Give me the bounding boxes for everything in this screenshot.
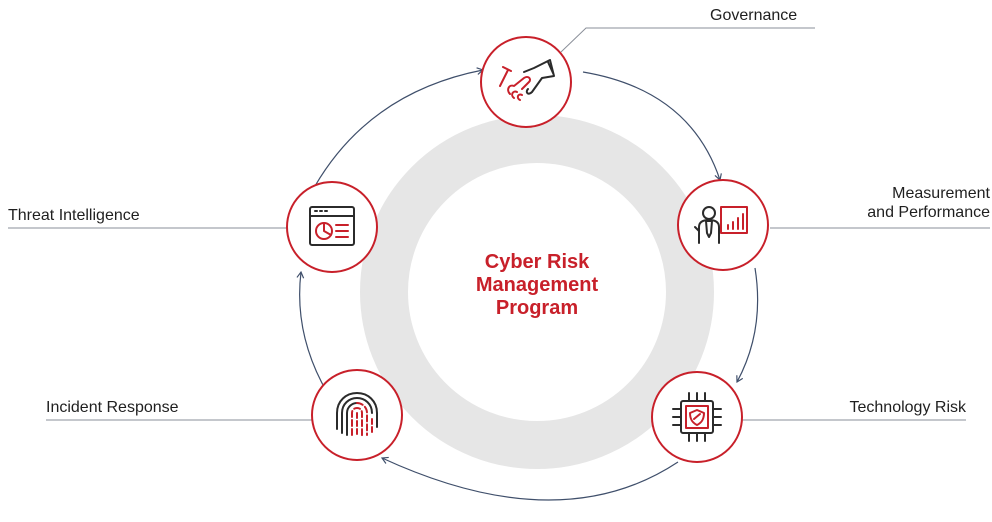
chip-shield-icon xyxy=(672,392,722,442)
center-title-line2: Management xyxy=(475,274,599,296)
fingerprint-icon xyxy=(336,391,378,438)
label-measurement: Measurement and Performance xyxy=(830,184,990,222)
center-title-line3: Program xyxy=(495,297,579,319)
leader-governance xyxy=(560,27,815,53)
label-measurement-line1: Measurement xyxy=(892,185,990,202)
arrow-incident-to-threat xyxy=(296,270,324,386)
arrow-governance-to-measurement xyxy=(582,71,722,182)
center-title-line1: Cyber Risk xyxy=(484,251,590,273)
label-incident: Incident Response xyxy=(46,399,179,416)
dashboard-window-icon xyxy=(309,206,355,246)
center-title: Cyber Risk Management Program xyxy=(437,251,637,320)
label-governance: Governance xyxy=(710,7,798,24)
node-measurement xyxy=(677,179,769,271)
cycle-arrows xyxy=(296,67,759,501)
label-measurement-line2: and Performance xyxy=(867,204,990,221)
background-ring xyxy=(360,115,714,469)
label-technology: Technology Risk xyxy=(849,399,967,416)
handshake-icon xyxy=(499,59,555,101)
presenter-chart-icon xyxy=(694,206,748,244)
arrow-measurement-to-technology xyxy=(736,267,759,384)
arrow-threat-to-governance xyxy=(314,67,485,187)
label-threat: Threat Intelligence xyxy=(8,207,140,224)
node-governance xyxy=(480,36,572,128)
leader-lines xyxy=(8,27,990,421)
arrow-technology-to-incident xyxy=(380,456,679,501)
